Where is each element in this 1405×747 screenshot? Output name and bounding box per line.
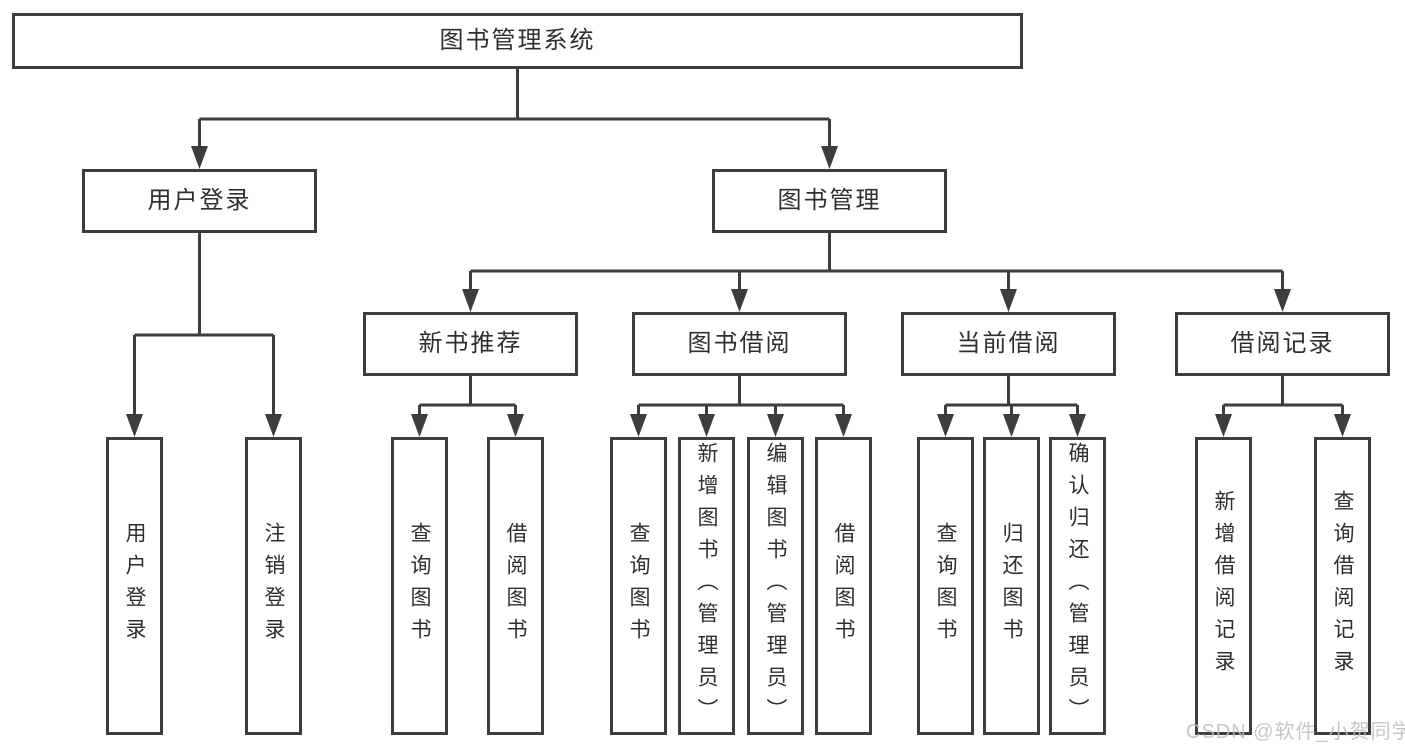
node-label: 查询图书 xyxy=(934,522,957,650)
node-leaf-query-books-recommend: 查询图书 xyxy=(391,437,448,735)
node-leaf-query-borrow-record: 查询借阅记录 xyxy=(1314,437,1371,735)
arrow-down-icon xyxy=(265,414,282,437)
arrow-down-icon xyxy=(191,146,208,169)
arrow-down-icon xyxy=(411,414,428,437)
node-label: 图书管理 xyxy=(777,187,882,214)
connector-new-book-children xyxy=(418,376,517,420)
connector-user-login-children xyxy=(133,233,275,420)
csdn-watermark: CSDN @软件_小贺同学 xyxy=(1186,721,1405,743)
node-leaf-return-books: 归还图书 xyxy=(983,437,1040,735)
node-new-book-recommendation: 新书推荐 xyxy=(363,312,578,376)
node-label: 查询借阅记录 xyxy=(1331,490,1354,682)
arrow-down-icon xyxy=(630,414,647,437)
arrowheads xyxy=(126,146,1351,437)
arrow-down-icon xyxy=(1274,289,1291,312)
node-label: 图书借阅 xyxy=(687,330,792,357)
arrow-down-icon xyxy=(1334,414,1351,437)
arrow-down-icon xyxy=(126,414,143,437)
arrow-down-icon xyxy=(698,414,715,437)
node-label: 用户登录 xyxy=(147,187,252,214)
node-user-login: 用户登录 xyxy=(82,169,317,233)
node-leaf-borrow-books-borrowing: 借阅图书 xyxy=(815,437,872,735)
arrow-down-icon xyxy=(1000,289,1017,312)
node-book-management: 图书管理 xyxy=(712,169,947,233)
arrow-down-icon xyxy=(1215,414,1232,437)
node-label: 查询图书 xyxy=(627,522,650,650)
node-label: 编辑图书（管理员） xyxy=(764,442,787,730)
node-leaf-query-books-current: 查询图书 xyxy=(917,437,974,735)
node-leaf-confirm-return-admin: 确认归还（管理员） xyxy=(1049,437,1106,735)
node-label: 图书管理系统 xyxy=(439,27,596,54)
arrow-down-icon xyxy=(462,289,479,312)
arrow-down-icon xyxy=(937,414,954,437)
node-root: 图书管理系统 xyxy=(12,13,1023,69)
connector-root-to-level2 xyxy=(198,69,831,152)
connector-current-borrowing-children xyxy=(944,376,1079,420)
arrow-down-icon xyxy=(731,289,748,312)
node-leaf-edit-books-admin: 编辑图书（管理员） xyxy=(747,437,804,735)
node-borrowing-records: 借阅记录 xyxy=(1175,312,1390,376)
node-label: 确认归还（管理员） xyxy=(1066,442,1089,730)
arrow-down-icon xyxy=(835,414,852,437)
node-label: 新增图书（管理员） xyxy=(695,442,718,730)
node-leaf-add-books-admin: 新增图书（管理员） xyxy=(678,437,735,735)
arrow-down-icon xyxy=(767,414,784,437)
node-current-borrowing: 当前借阅 xyxy=(901,312,1116,376)
node-book-borrowing: 图书借阅 xyxy=(632,312,847,376)
node-leaf-logout: 注销登录 xyxy=(245,437,302,735)
node-label: 归还图书 xyxy=(1000,522,1023,650)
node-label: 查询图书 xyxy=(408,522,431,650)
node-label: 新增借阅记录 xyxy=(1212,490,1235,682)
connector-book-borrowing-children xyxy=(637,376,845,420)
node-label: 注销登录 xyxy=(262,522,285,650)
connector-book-management-children xyxy=(469,233,1284,295)
node-label: 借阅记录 xyxy=(1230,330,1335,357)
node-label: 用户登录 xyxy=(123,522,146,650)
node-leaf-query-books-borrowing: 查询图书 xyxy=(610,437,667,735)
node-label: 借阅图书 xyxy=(832,522,855,650)
arrow-down-icon xyxy=(1003,414,1020,437)
node-label: 新书推荐 xyxy=(418,330,523,357)
arrow-down-icon xyxy=(821,146,838,169)
node-leaf-add-borrow-record: 新增借阅记录 xyxy=(1195,437,1252,735)
connector-borrowing-records-children xyxy=(1222,376,1344,420)
node-leaf-user-login: 用户登录 xyxy=(106,437,163,735)
arrow-down-icon xyxy=(1069,414,1086,437)
arrow-down-icon xyxy=(507,414,524,437)
node-leaf-borrow-books-recommend: 借阅图书 xyxy=(487,437,544,735)
node-label: 当前借阅 xyxy=(956,330,1061,357)
node-label: 借阅图书 xyxy=(504,522,527,650)
